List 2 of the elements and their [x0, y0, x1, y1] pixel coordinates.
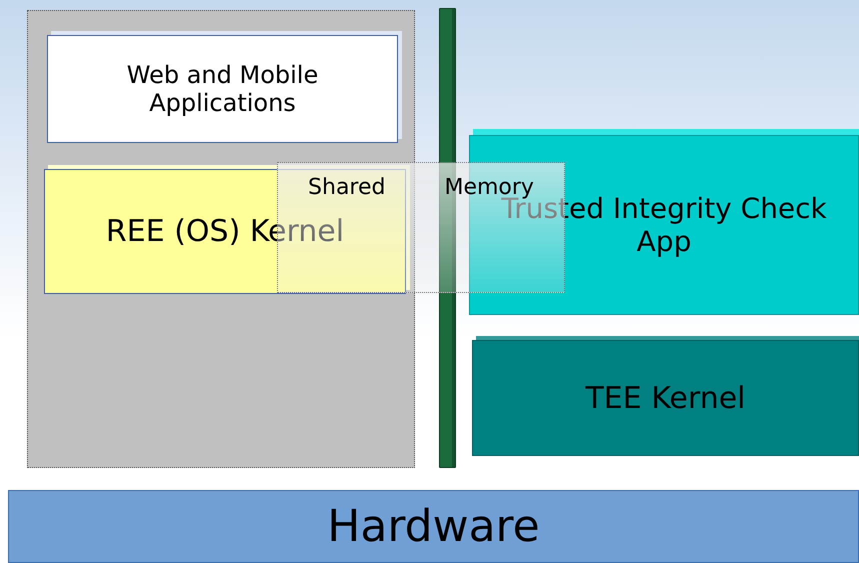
ree-panel	[27, 10, 415, 468]
hardware-layer: Hardware	[8, 490, 859, 563]
